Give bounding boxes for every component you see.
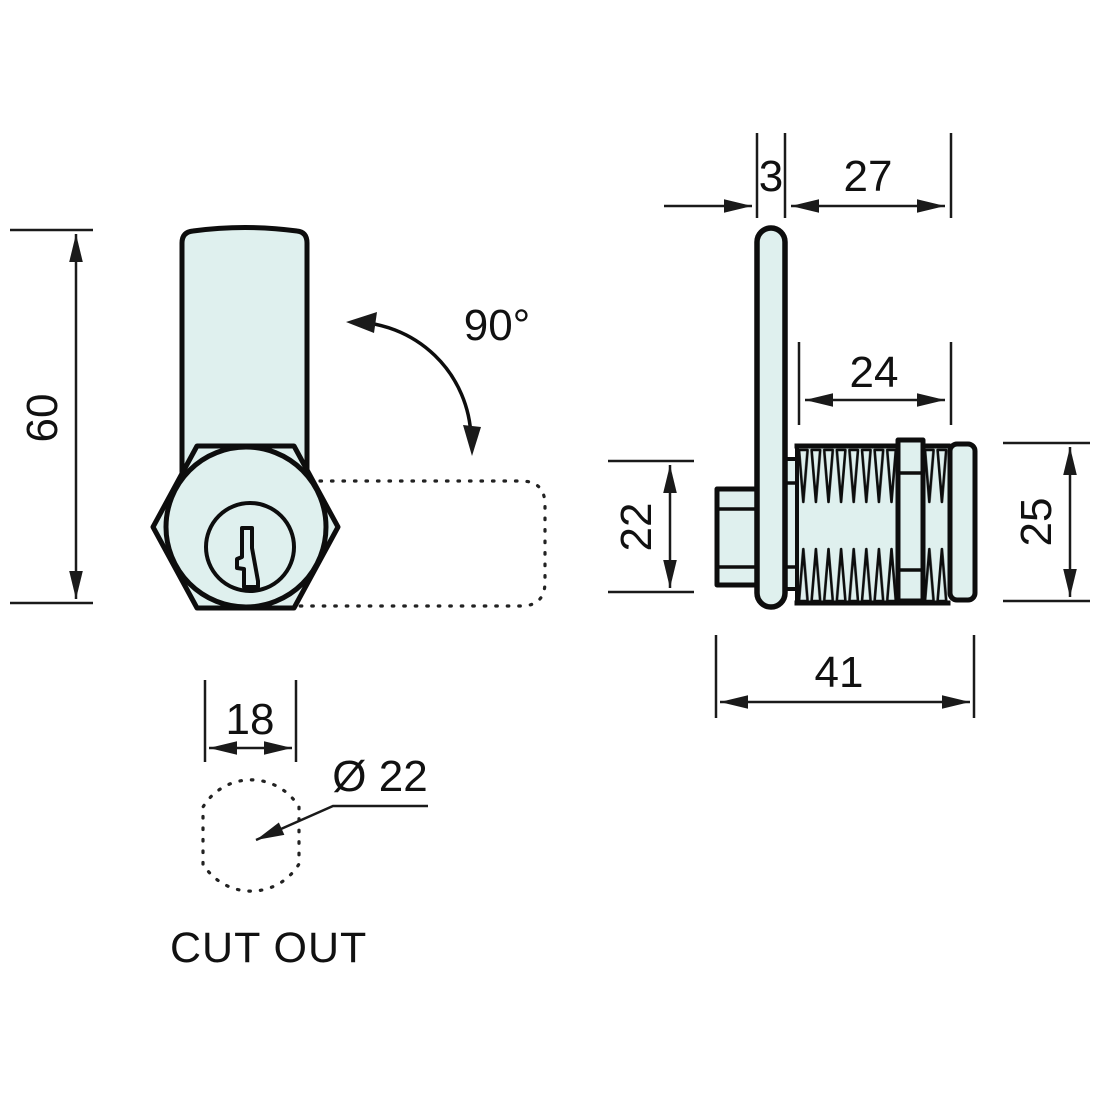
rotation-arrowhead-left-icon xyxy=(346,312,377,333)
rotation-arc xyxy=(351,320,473,438)
cutout-diameter-callout: Ø 22 xyxy=(255,752,428,842)
cam-plate-side xyxy=(754,225,788,610)
dim-25-label: 25 xyxy=(1012,498,1061,547)
cutout-outline xyxy=(201,778,301,893)
rotation-angle-label: 90° xyxy=(464,301,531,350)
dim-22-label: 22 xyxy=(612,503,661,552)
dim-60-label: 60 xyxy=(18,394,67,443)
rotated-cam-phantom-outline xyxy=(296,479,547,608)
dim-41: 41 xyxy=(714,635,976,718)
rotation-arrowhead-down-icon xyxy=(463,425,481,456)
cutout-leader-line xyxy=(255,804,428,842)
dim-27-label: 27 xyxy=(844,152,893,201)
dim-25: 25 xyxy=(1003,441,1090,603)
cutout-detail: 18 Ø 22 CUT OUT xyxy=(170,680,428,972)
rotation-indicator: 90° xyxy=(346,301,530,456)
dim-22: 22 xyxy=(608,459,694,594)
side-view: 3 27 24 22 25 xyxy=(608,133,1090,718)
end-flange xyxy=(947,441,978,603)
dim-41-label: 41 xyxy=(815,648,864,697)
dim-18: 18 xyxy=(203,680,298,762)
cutout-diameter-label: Ø 22 xyxy=(332,752,427,801)
mounting-nut xyxy=(895,437,926,604)
dim-60: 60 xyxy=(10,228,93,605)
keyway xyxy=(235,526,260,589)
front-view: 60 90° xyxy=(10,225,547,611)
dim-24-label: 24 xyxy=(850,348,899,397)
dim-3-label: 3 xyxy=(759,152,783,201)
dim-18-label: 18 xyxy=(226,695,275,744)
dim-27: 27 xyxy=(791,133,953,218)
dim-3: 3 xyxy=(664,133,787,218)
dim-24: 24 xyxy=(797,342,953,425)
cutout-caption: CUT OUT xyxy=(170,924,367,972)
cam-lever-front xyxy=(179,225,310,503)
